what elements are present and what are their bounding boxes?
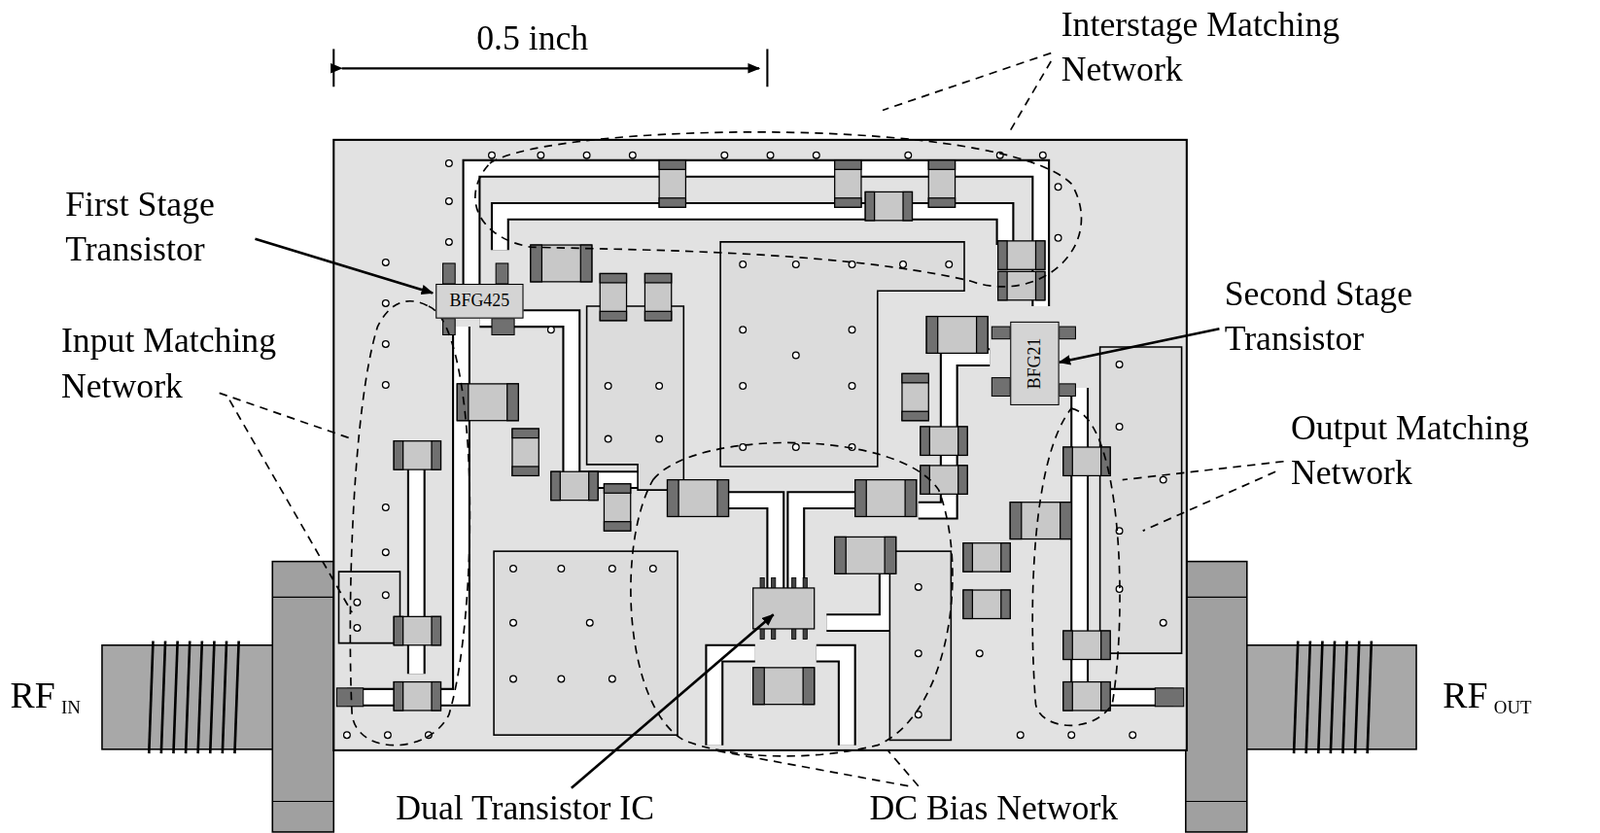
signal-name: RF — [1442, 671, 1488, 720]
pcb-board — [333, 139, 1187, 751]
sma-connector — [1185, 561, 1417, 833]
transistor-lead — [443, 263, 1077, 397]
ground-pad — [339, 242, 1183, 741]
callout-label: Interstage Matching Network — [1061, 1, 1419, 92]
transistor-package: BFG425 — [435, 283, 523, 319]
callout-label: First Stage Transistor — [65, 181, 270, 272]
part-number: BFG21 — [1024, 338, 1045, 390]
callout-label: DC Bias Network — [869, 786, 1118, 832]
callout-label: Second Stage Transistor — [1224, 271, 1480, 361]
callout-label: Output Matching Network — [1290, 405, 1593, 495]
signal-subscript: OUT — [1494, 695, 1532, 720]
ic-package — [753, 577, 815, 639]
part-number: BFG425 — [450, 290, 510, 312]
signal-name: RF — [9, 671, 55, 720]
sma-connector — [102, 561, 334, 833]
region-outline — [219, 53, 1285, 787]
signal-subscript: IN — [61, 695, 81, 720]
transistor-package: BFG21 — [1009, 321, 1059, 406]
leader-arrow — [254, 239, 1219, 789]
callout-label: Input Matching Network — [61, 318, 332, 409]
dimension-label: 0.5 inch — [476, 16, 589, 62]
callout-label: Dual Transistor IC — [395, 786, 655, 832]
